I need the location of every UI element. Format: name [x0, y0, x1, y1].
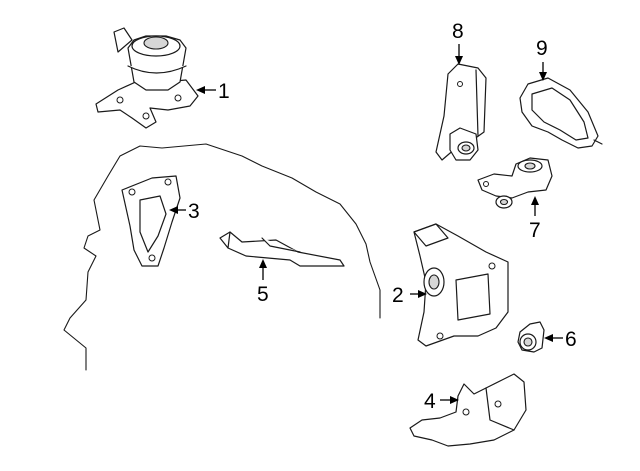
callout-label-3: 3	[188, 200, 200, 223]
callout-7: 7	[529, 196, 541, 242]
callout-8: 8	[452, 20, 464, 65]
callout-6: 6	[544, 328, 577, 351]
callout-label-4: 4	[424, 390, 436, 413]
callout-label-1: 1	[218, 80, 230, 103]
callout-label-8: 8	[452, 20, 464, 43]
part-2-lower-mount	[413, 223, 509, 347]
part-3-bracket	[121, 175, 181, 267]
engine-outline	[63, 143, 381, 371]
part-5-bracket	[219, 231, 345, 267]
part-6-bushing	[517, 321, 545, 353]
part-8-bracket	[435, 63, 487, 161]
part-4-lower-bracket	[409, 373, 527, 447]
callout-9: 9	[536, 37, 548, 81]
callout-label-7: 7	[529, 219, 541, 242]
callout-label-5: 5	[257, 283, 269, 306]
callout-2: 2	[392, 284, 427, 307]
part-9-shield	[519, 77, 603, 149]
callout-1: 1	[196, 80, 230, 103]
callout-label-6: 6	[565, 328, 577, 351]
callout-5: 5	[257, 259, 269, 306]
callout-label-2: 2	[392, 284, 404, 307]
part-7-rear-mount	[477, 157, 553, 209]
part-1-engine-mount	[95, 27, 199, 129]
callout-3: 3	[169, 200, 200, 223]
callout-label-9: 9	[536, 37, 548, 60]
callout-4: 4	[424, 390, 459, 413]
